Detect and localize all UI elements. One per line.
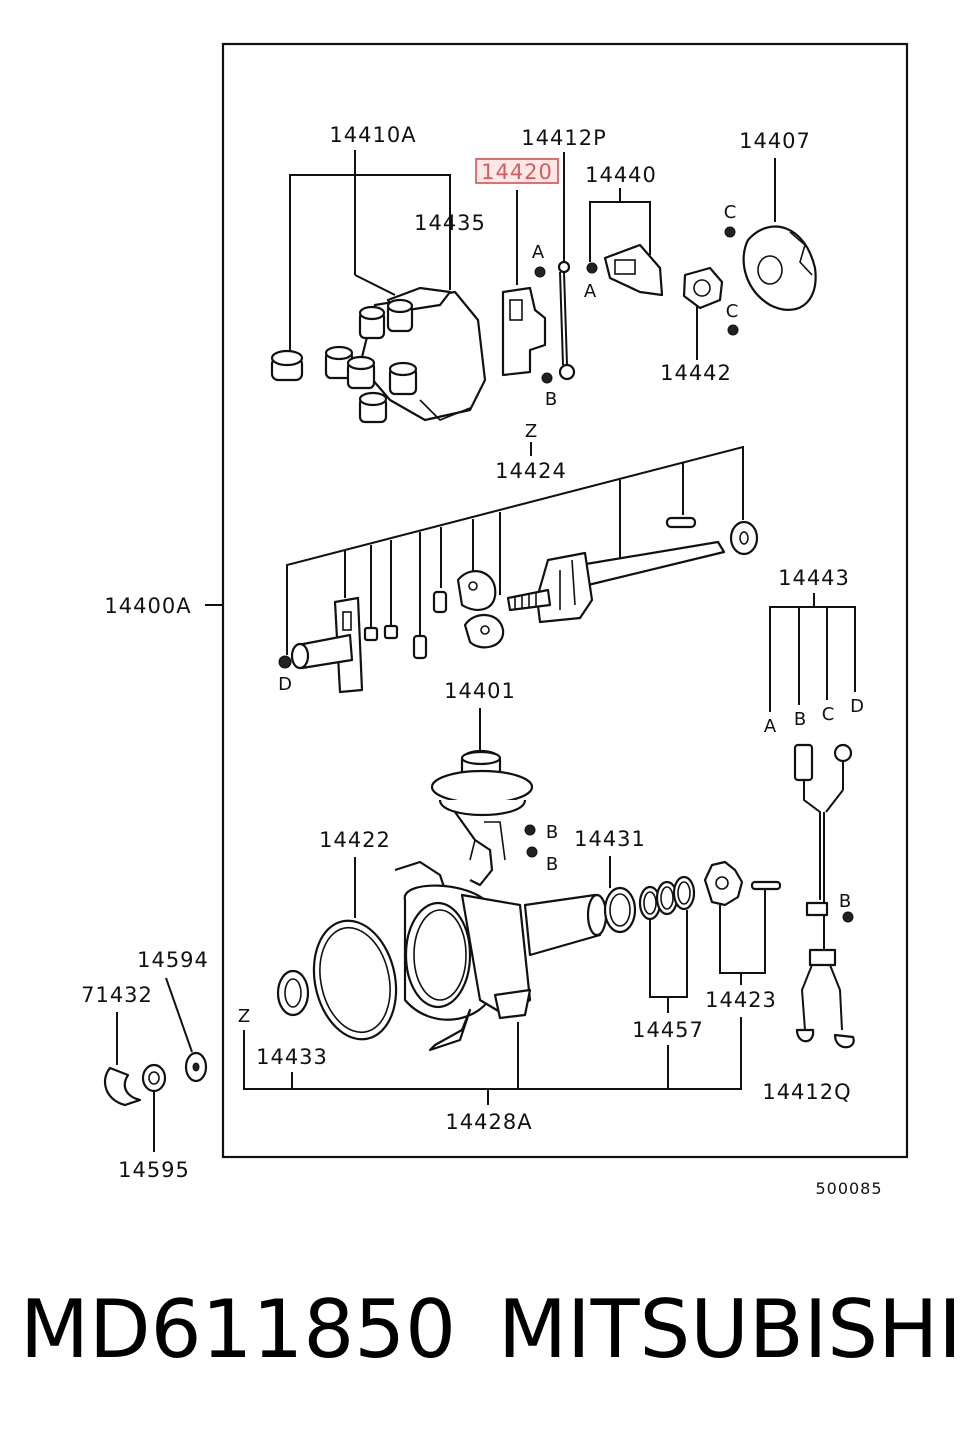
shaft-assy-leaders: [286, 445, 744, 655]
rotor-part: [501, 286, 547, 377]
reference-code: 500085: [815, 1179, 882, 1198]
label-plate: 14407: [739, 129, 811, 153]
footer: MD611850 MITSUBISHI: [0, 1290, 960, 1400]
label-cable-q: 14412Q: [762, 1080, 851, 1104]
diagram-frame: [221, 42, 909, 1159]
marker-c-upper: C: [724, 202, 737, 223]
marker-b-rotor: B: [545, 389, 557, 410]
housing-part: [394, 860, 608, 1052]
label-cable-set: 14443: [778, 566, 850, 590]
cap-seal-part: [270, 349, 304, 382]
label-oil-seal: 14433: [256, 1045, 328, 1069]
shaft-assy-parts: [278, 516, 759, 694]
label-shaft-assy: 14424: [495, 459, 567, 483]
pickup-part: [682, 266, 724, 310]
label-cap: 14410A: [329, 123, 416, 147]
marker-b-cable-q: B: [839, 891, 851, 912]
marker-c-cable: C: [822, 704, 835, 725]
label-cap-seal: 14435: [414, 211, 486, 235]
marker-z-shaft: Z: [525, 421, 537, 442]
oil-seal-part: [276, 969, 310, 1017]
marker-b-vacuum-upper: B: [546, 822, 558, 843]
cable-p-part: [534, 260, 576, 384]
cap-leaders: [289, 150, 451, 355]
washer-part: [184, 1051, 208, 1083]
oring-set-part: [638, 875, 696, 921]
label-housing: 14428A: [445, 1110, 532, 1134]
marker-d-cable: D: [850, 696, 864, 717]
gear-part: [703, 860, 782, 907]
ignitor-part: [586, 243, 664, 297]
marker-d-shaft: D: [278, 674, 292, 695]
label-ignitor: 14440: [585, 163, 657, 187]
label-pickup: 14442: [660, 361, 732, 385]
label-rotor: 14420: [481, 160, 553, 184]
label-distributor: 14400A: [104, 594, 191, 618]
label-gear: 14423: [705, 988, 777, 1012]
marker-a-ignitor: A: [584, 281, 597, 302]
distributor-cap-part: [324, 286, 487, 424]
nut-part: [141, 1063, 167, 1093]
marker-c-lower: C: [726, 301, 739, 322]
label-oring-set: 14457: [632, 1018, 704, 1042]
gasket-part: [312, 919, 398, 1041]
label-vacuum: 14401: [444, 679, 516, 703]
label-oring: 14431: [574, 827, 646, 851]
marker-a-rotor: A: [532, 242, 545, 263]
breaker-plate-part: [724, 225, 817, 336]
vacuum-advancer-part: [430, 749, 538, 887]
label-nut: 14595: [118, 1158, 190, 1182]
marker-b-vacuum-lower: B: [546, 854, 558, 875]
oring-part: [603, 886, 637, 934]
part-number: MD611850: [20, 1283, 457, 1376]
label-washer: 14594: [137, 948, 209, 972]
marker-z-housing: Z: [238, 1006, 250, 1027]
label-gasket: 14422: [319, 828, 391, 852]
label-clamp: 71432: [81, 983, 153, 1007]
label-cable-p: 14412P: [521, 126, 606, 150]
rotor-highlight: [475, 158, 559, 184]
clamp-part: [103, 1066, 142, 1107]
marker-a-cable: A: [764, 716, 777, 737]
marker-b-cable: B: [794, 709, 806, 730]
brand-name: MITSUBISHI: [498, 1283, 960, 1376]
cable-q-part: [793, 743, 855, 1049]
